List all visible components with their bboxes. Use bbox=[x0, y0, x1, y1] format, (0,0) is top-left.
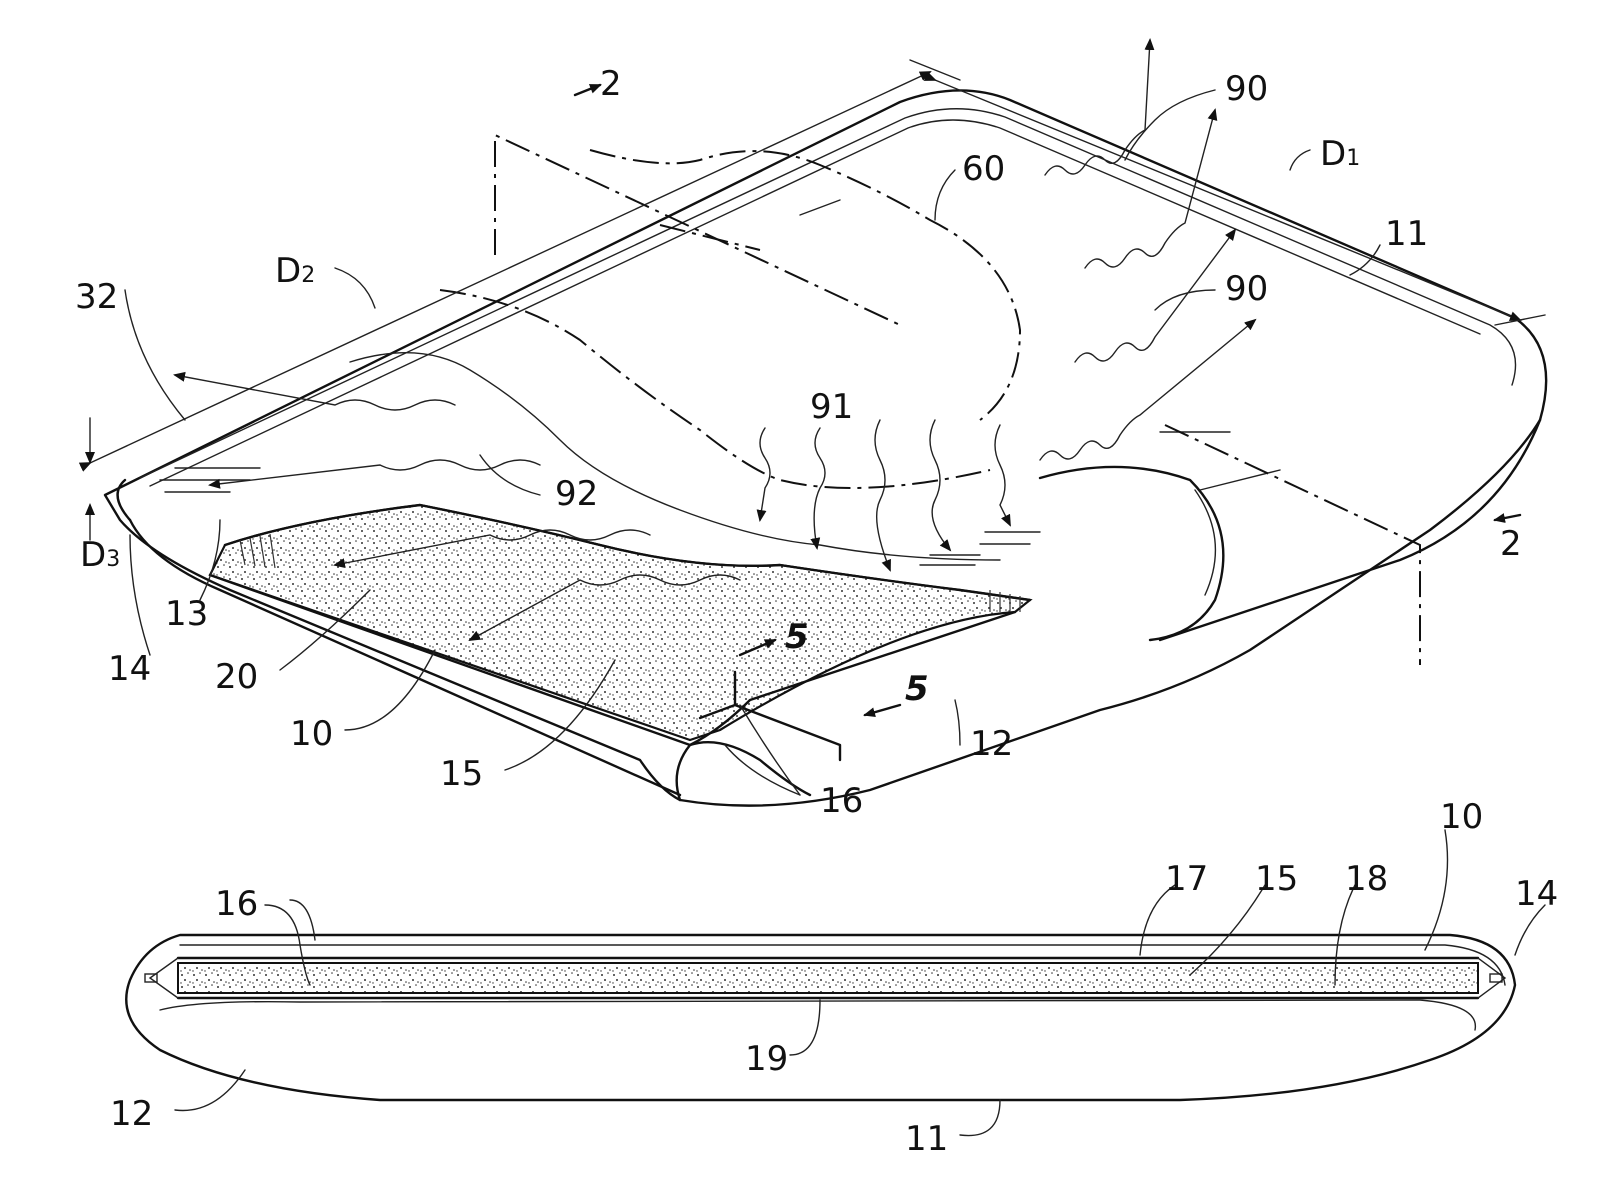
label-60: 60 bbox=[962, 149, 1005, 189]
label-section-5-bottom: 5 bbox=[905, 669, 929, 709]
section-outer-envelope bbox=[126, 935, 1515, 1100]
section-2-left bbox=[495, 135, 900, 325]
body-outline-60 bbox=[590, 150, 1020, 420]
label-15-top: 15 bbox=[440, 754, 483, 794]
label-section-5-top: 5 bbox=[785, 617, 809, 657]
label-d3: D3 bbox=[80, 535, 120, 575]
label-10-top: 10 bbox=[290, 714, 333, 754]
label-90-b: 90 bbox=[1225, 269, 1268, 309]
cushion-outline bbox=[105, 90, 1546, 805]
label-14-top: 14 bbox=[108, 649, 151, 689]
label-17: 17 bbox=[1165, 859, 1208, 899]
label-92: 92 bbox=[555, 474, 598, 514]
label-12-bottom: 12 bbox=[110, 1094, 153, 1134]
surface-shading bbox=[160, 200, 1280, 565]
label-16-top: 16 bbox=[820, 781, 863, 821]
label-section-2-right: 2 bbox=[1500, 524, 1522, 564]
heat-arrows-91 bbox=[760, 420, 1010, 570]
dimension-d2 bbox=[90, 72, 930, 463]
cutaway-curl bbox=[1040, 467, 1223, 640]
label-32: 32 bbox=[75, 277, 118, 317]
label-d2: D2 bbox=[275, 251, 315, 291]
label-13: 13 bbox=[165, 594, 208, 634]
label-18: 18 bbox=[1345, 859, 1388, 899]
bottom-figure: 16 17 15 18 10 14 19 12 11 bbox=[110, 797, 1558, 1159]
label-12-top: 12 bbox=[970, 724, 1013, 764]
label-10-bottom: 10 bbox=[1440, 797, 1483, 837]
label-16-bottom: 16 bbox=[215, 884, 258, 924]
label-14-bottom: 14 bbox=[1515, 874, 1558, 914]
top-figure: 2 2 5 5 90 90 60 D1 11 D2 32 91 92 D3 13… bbox=[75, 40, 1546, 821]
label-15-bottom: 15 bbox=[1255, 859, 1298, 899]
label-11-top: 11 bbox=[1385, 214, 1428, 254]
label-11-bottom: 11 bbox=[905, 1119, 948, 1159]
section-foam-insert bbox=[178, 963, 1478, 993]
label-91: 91 bbox=[810, 387, 853, 427]
label-d1: D1 bbox=[1320, 134, 1360, 174]
label-20: 20 bbox=[215, 657, 258, 697]
label-19: 19 bbox=[745, 1039, 788, 1079]
section-2-right bbox=[1165, 425, 1420, 665]
label-section-2-top: 2 bbox=[600, 64, 622, 104]
label-90-a: 90 bbox=[1225, 69, 1268, 109]
heat-arrows-90 bbox=[1040, 40, 1255, 460]
